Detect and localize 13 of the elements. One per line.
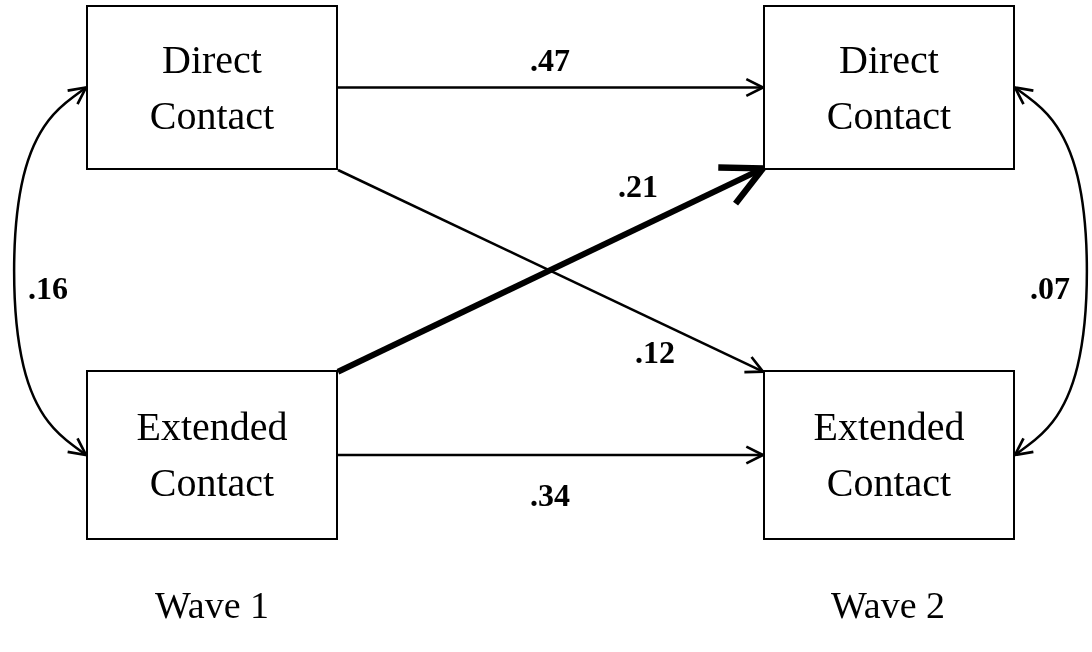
variable-name: Extended Contact — [812, 403, 966, 507]
arrow — [12, 86, 88, 457]
variable-name: Direct Contact — [825, 35, 953, 140]
variable-box — [763, 5, 1015, 170]
wave-label: Wave 2 — [830, 583, 946, 627]
variable-box — [763, 370, 1015, 540]
variable-name: Direct Contact — [148, 35, 276, 140]
variable-box — [86, 5, 338, 170]
variable-box — [86, 370, 338, 540]
arrow — [338, 77, 765, 98]
wave-label: Wave 1 — [154, 583, 270, 627]
variable-name: Extended Contact — [135, 403, 289, 507]
arrow — [338, 445, 765, 465]
